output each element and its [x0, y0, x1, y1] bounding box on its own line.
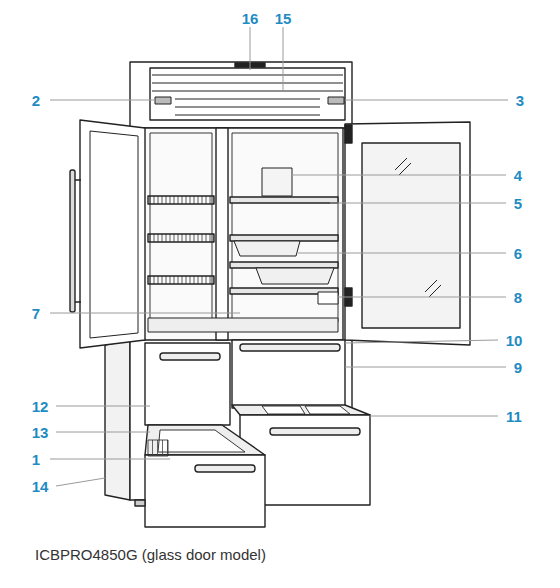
leader-line: [345, 100, 508, 101]
glass-shelf: [230, 197, 338, 203]
callout-number: 14: [32, 479, 49, 494]
right-glass-door: [345, 122, 470, 345]
callout-number: 2: [32, 93, 40, 108]
shelf-bin: [256, 268, 334, 284]
drawer-vent: [148, 440, 168, 456]
drawer-front: [145, 455, 265, 527]
callout-number: 12: [32, 399, 49, 414]
shelf-bin: [234, 241, 300, 256]
leader-line: [50, 100, 155, 101]
wire-shelf: [148, 196, 214, 204]
drawer-bin: [232, 405, 370, 415]
callout-number: 11: [506, 409, 522, 424]
wire-shelf: [148, 234, 214, 242]
interior: [143, 128, 343, 340]
callout-number: 6: [514, 246, 522, 261]
callout-number: 3: [516, 93, 524, 108]
leader-line: [292, 175, 506, 176]
leveling-leg: [135, 500, 145, 506]
callout-number: 4: [514, 168, 522, 183]
drawer-front: [232, 340, 345, 408]
leader-line: [330, 203, 506, 204]
drawer-bin-inner: [158, 430, 245, 452]
callout-number: 7: [32, 306, 40, 321]
callout-number: 9: [514, 360, 522, 375]
display-light: [328, 97, 344, 104]
leader-line: [345, 367, 506, 368]
drawer-handle: [160, 353, 220, 360]
door-handle: [70, 170, 75, 312]
wire-shelf: [148, 276, 214, 284]
leader-line: [250, 27, 251, 70]
callout-number: 15: [275, 11, 292, 26]
door-sensor: [318, 292, 338, 304]
air-purifier: [262, 168, 292, 196]
glass-shelf: [230, 262, 338, 268]
callout-number: 16: [242, 11, 259, 26]
callout-number: 5: [514, 196, 522, 211]
grille-frame: [150, 68, 345, 120]
leader-line: [56, 478, 105, 486]
leader-line: [338, 297, 506, 298]
callout-number: 10: [506, 333, 523, 348]
illustration-group: [70, 62, 470, 527]
side-panel: [105, 340, 130, 500]
drawer-bin: [145, 425, 265, 455]
drawer-handle: [195, 465, 255, 472]
left-door: [80, 120, 145, 348]
leader-line: [370, 416, 498, 417]
leader-line: [345, 340, 498, 343]
leader-line: [298, 253, 506, 254]
leader-lines: [50, 27, 508, 486]
drawer-handle: [240, 344, 340, 351]
grille-louvers: [152, 75, 343, 115]
leader-line: [56, 406, 150, 407]
door-hinge: [345, 125, 352, 143]
leader-line: [50, 313, 240, 314]
glass-shelf: [230, 235, 338, 241]
callout-number: 8: [514, 290, 522, 305]
leader-line: [283, 27, 284, 90]
callout-number: 13: [32, 425, 49, 440]
callout-number: 1: [32, 452, 40, 467]
glass-reflection: [395, 158, 441, 297]
figure-caption: ICBPRO4850G (glass door model): [35, 546, 266, 563]
mullion: [216, 128, 228, 340]
interior-floor: [148, 318, 338, 332]
top-unit: [130, 62, 352, 128]
handle-mount: [75, 180, 81, 302]
drawer-handle: [270, 428, 360, 435]
leader-line: [56, 432, 150, 433]
drawer-front: [145, 343, 230, 425]
interior-back-wall: [150, 133, 338, 322]
display-light: [155, 97, 171, 104]
glass-panel: [362, 143, 460, 328]
left-door-liner: [90, 131, 138, 338]
drawer-divider: [262, 406, 350, 414]
leader-line: [50, 459, 170, 460]
